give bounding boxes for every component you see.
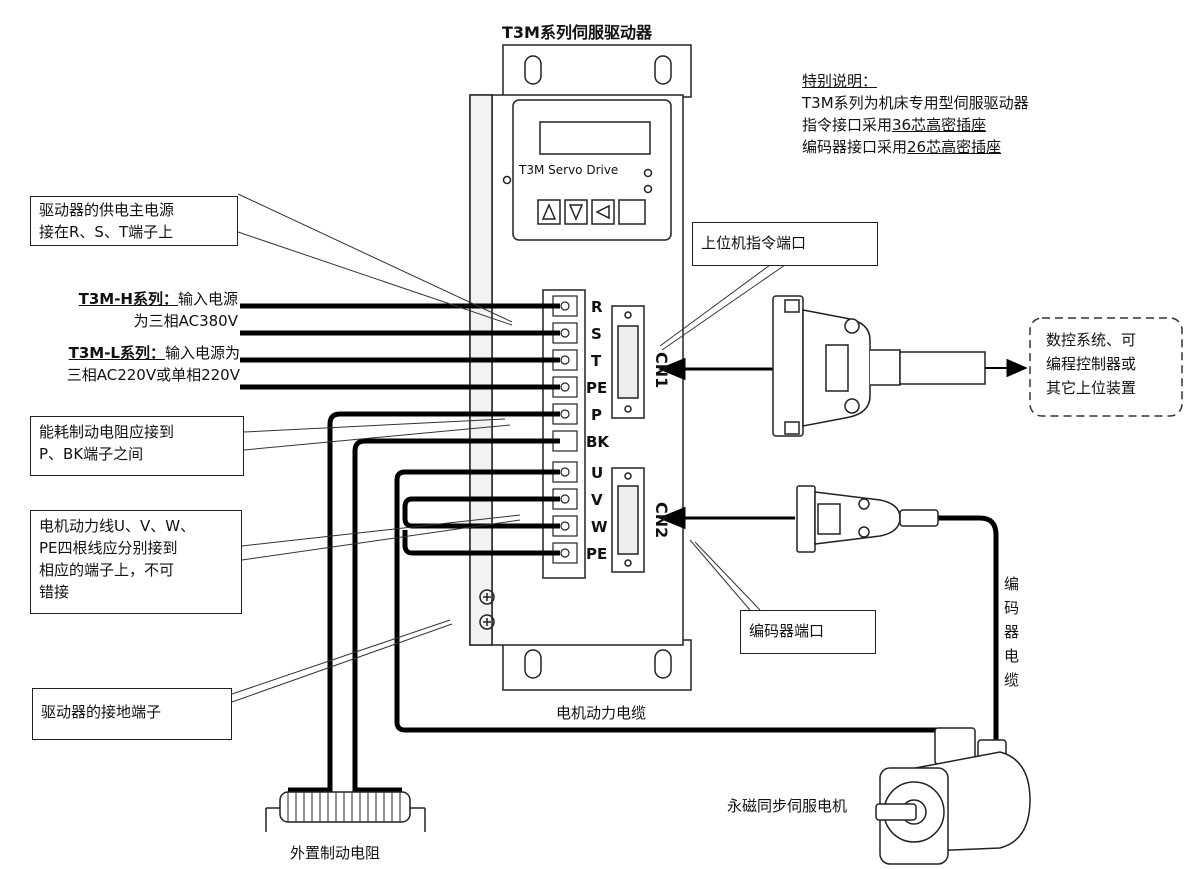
callout-motor-wiring: 电机动力线U、V、W、 PE四根线应分别接到 相应的端子上，不可 错接 (30, 510, 242, 614)
cn1-cable-connector (772, 295, 986, 437)
motor-label: 永磁同步伺服电机 (727, 797, 848, 815)
terminal-s: S (591, 325, 602, 343)
cn2-label: CN2 (652, 502, 671, 538)
terminal-pe-top: PE (586, 379, 607, 397)
signal-arrows (658, 357, 1028, 530)
note-heading: 特别说明： (802, 72, 878, 90)
callout-brake-resistor: 能耗制动电阻应接到 P、BK端子之间 (30, 416, 244, 476)
terminal-pe-bottom: PE (586, 545, 607, 563)
special-note: 特别说明： T3M系列为机床专用型伺服驱动器 指令接口采用36芯高密插座 编码器… (802, 70, 1029, 158)
terminal-bk: BK (586, 433, 610, 451)
callout-encoder-port: 编码器端口 (740, 610, 876, 654)
note-line1: T3M系列为机床专用型伺服驱动器 (802, 94, 1029, 112)
host-device-box (1029, 317, 1183, 417)
callout-host-port: 上位机指令端口 (692, 222, 878, 266)
motor-power-cable-label: 电机动力电缆 (556, 704, 647, 722)
terminal-p: P (591, 406, 602, 424)
note-line3: 编码器接口采用26芯高密插座 (802, 138, 1002, 156)
terminal-v: V (591, 491, 603, 509)
terminal-r: R (591, 298, 603, 316)
cn1-label: CN1 (652, 352, 671, 388)
terminal-t: T (591, 352, 602, 370)
encoder-cable-label: 编码器电缆 (1004, 575, 1020, 689)
note-line2: 指令接口采用36芯高密插座 (802, 116, 987, 134)
callout-power-supply: 驱动器的供电主电源 接在R、S、T端子上 (30, 196, 238, 246)
drive-brand: T3M Servo Drive (518, 163, 618, 177)
l-series-note: T3M-L系列：输入电源为 三相AC220V或单相220V (66, 344, 240, 384)
cn2-cable-connector (796, 485, 939, 553)
callout-ground-terminal: 驱动器的接地端子 (32, 688, 232, 740)
leader-lines (231, 193, 786, 703)
power-wires (240, 303, 1000, 793)
terminal-w: W (591, 518, 608, 536)
host-device-label: 数控系统、可 编程控制器或 其它上位装置 (1046, 331, 1137, 397)
h-series-note: T3M-H系列：输入电源 为三相AC380V (78, 290, 238, 330)
terminal-labels: R S T PE P BK U V W PE (586, 298, 610, 563)
diagram-title: T3M系列伺服驱动器 (502, 23, 653, 42)
servo-motor (875, 727, 1031, 865)
terminal-u: U (591, 464, 603, 482)
brake-resistor-label: 外置制动电阻 (290, 844, 381, 862)
brake-resistor (265, 791, 426, 832)
